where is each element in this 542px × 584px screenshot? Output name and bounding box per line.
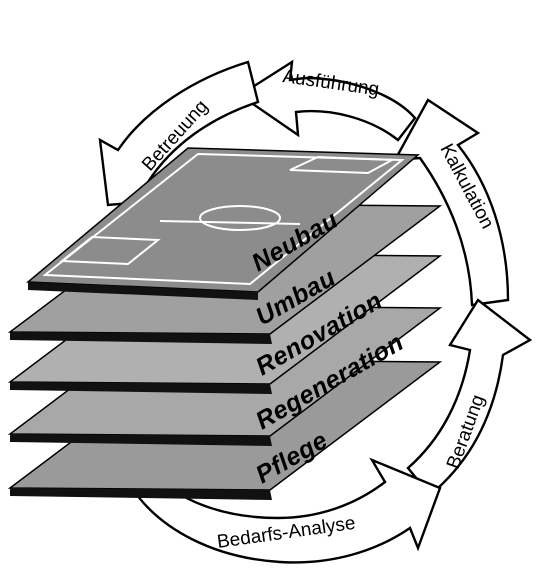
layer-regeneration-side [10, 434, 272, 446]
layer-renovation-side [10, 382, 272, 394]
betreuung-arrow [98, 60, 260, 207]
layer-pflege-side [10, 488, 272, 500]
bedarfs-analyse-arrow [130, 457, 442, 564]
layer-umbau-side [10, 332, 272, 344]
layer-neubau-side [28, 282, 258, 300]
layer-neubau-top [26, 147, 420, 293]
kalkulation-arrow [392, 98, 510, 307]
beratung-arrow [406, 298, 533, 497]
ausfuehrung-arrow [237, 59, 417, 142]
layer-neubau [26, 147, 420, 300]
football-pitch-markings [42, 152, 405, 286]
